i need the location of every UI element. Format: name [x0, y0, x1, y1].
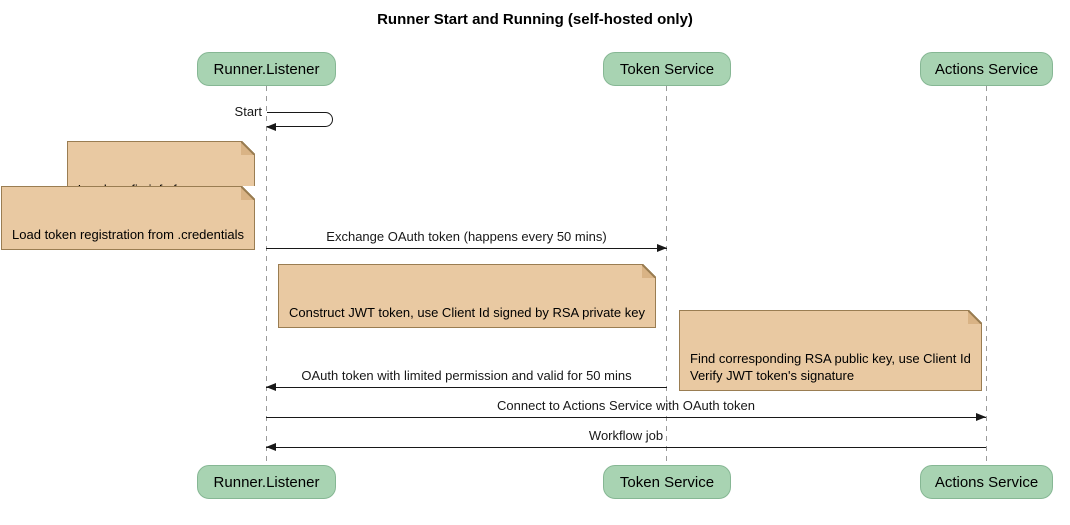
arrowhead-left-icon: [266, 122, 276, 131]
arrowhead-left-icon: [266, 383, 276, 391]
message-line: [266, 447, 986, 448]
note-fold-icon: [967, 310, 982, 324]
participant-token-service-top: Token Service: [603, 52, 731, 86]
note-verify-jwt-signature: Find corresponding RSA public key, use C…: [679, 310, 982, 391]
participant-actions-service-bottom: Actions Service: [920, 465, 1053, 499]
message-label: Exchange OAuth token (happens every 50 m…: [326, 229, 607, 244]
diagram-title: Runner Start and Running (self-hosted on…: [377, 11, 693, 28]
participant-actions-service-top: Actions Service: [920, 52, 1053, 86]
participant-label: Actions Service: [934, 473, 1039, 491]
self-message-start-label: Start: [234, 104, 262, 119]
note-text: Load token registration from .credential…: [12, 227, 244, 242]
participant-runner-listener-top: Runner.Listener: [197, 52, 336, 86]
note-text: Find corresponding RSA public key, use C…: [690, 351, 971, 383]
lifeline-actions-service: [986, 86, 987, 465]
lifeline-token-service: [666, 86, 667, 465]
message-line: [266, 417, 986, 418]
note-fold-icon: [241, 186, 255, 200]
participant-label: Runner.Listener: [213, 473, 320, 491]
message-label: Connect to Actions Service with OAuth to…: [497, 398, 755, 413]
note-fold-icon: [241, 141, 255, 155]
participant-label: Actions Service: [934, 60, 1039, 78]
arrowhead-right-icon: [657, 244, 667, 252]
message-label: OAuth token with limited permission and …: [301, 368, 632, 383]
self-message-start-loop: [266, 112, 333, 131]
note-load-token-registration: Load token registration from .credential…: [1, 186, 255, 250]
arrowhead-left-icon: [266, 443, 276, 451]
message-label: Workflow job: [588, 428, 664, 443]
participant-token-service-bottom: Token Service: [603, 465, 731, 499]
message-line: [266, 387, 667, 388]
note-fold-icon: [641, 264, 656, 278]
participant-label: Runner.Listener: [213, 60, 320, 78]
arrowhead-right-icon: [976, 413, 986, 421]
message-line: [266, 248, 667, 249]
note-construct-jwt: Construct JWT token, use Client Id signe…: [278, 264, 656, 328]
participant-label: Token Service: [619, 60, 715, 78]
note-text: Construct JWT token, use Client Id signe…: [289, 305, 645, 320]
participant-runner-listener-bottom: Runner.Listener: [197, 465, 336, 499]
lifeline-runner-listener: [266, 86, 267, 465]
participant-label: Token Service: [619, 473, 715, 491]
